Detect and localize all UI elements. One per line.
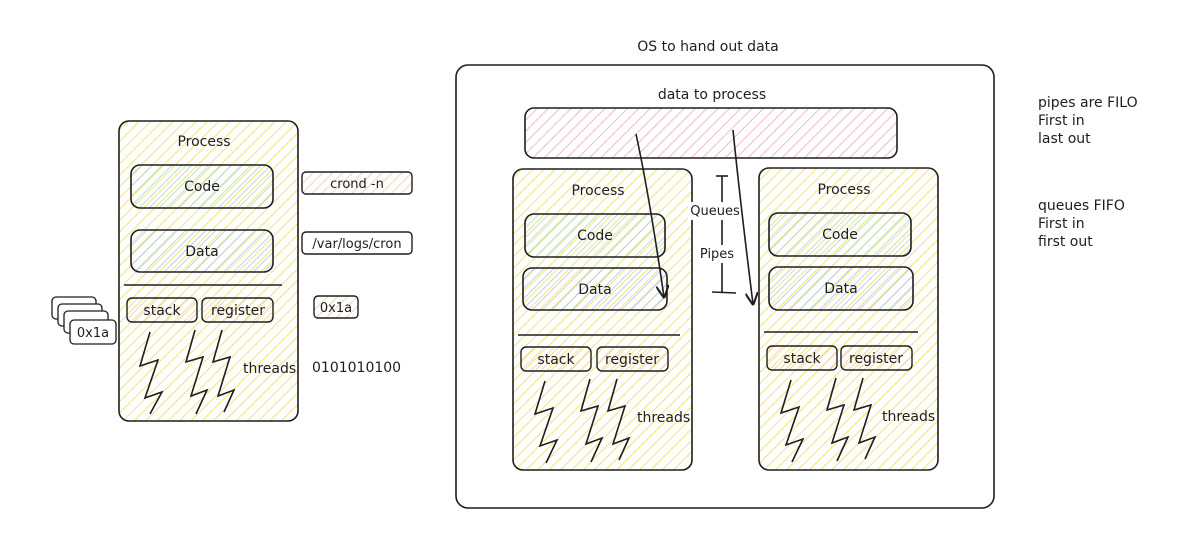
process-b-title: Process — [817, 182, 870, 198]
left-stack-chip — [126, 297, 198, 323]
stacked-addr-label: 0x1a — [77, 326, 109, 341]
left-process-title: Process — [177, 134, 230, 150]
left-thread-lines — [138, 329, 236, 415]
left-threads-label: threads — [243, 361, 296, 377]
stacked-address-cards: 0x1a — [51, 296, 117, 345]
queues-label: Queues — [690, 204, 740, 219]
process-b-threads-label: threads — [882, 409, 935, 425]
left-register-label: register — [211, 303, 265, 319]
addr-label: 0x1a — [320, 301, 352, 316]
note-pipes-line1: pipes are FILO — [1038, 95, 1138, 111]
process-a-data-label: Data — [578, 282, 611, 298]
process-b: Process Code Data stack register threads — [758, 167, 939, 471]
process-b-stack-chip — [766, 345, 838, 371]
left-code-box — [130, 164, 274, 209]
queues-pipes-bracket — [688, 175, 744, 294]
note-queues-line3: first out — [1038, 234, 1093, 250]
logs-label: /var/logs/cron — [312, 237, 401, 252]
os-title: OS to hand out data — [637, 39, 778, 55]
crond-chip — [301, 171, 413, 195]
process-b-data-label: Data — [824, 281, 857, 297]
left-code-label: Code — [184, 179, 220, 195]
process-a-thread-lines — [533, 378, 631, 464]
binary-label: 0101010100 — [312, 360, 401, 376]
queue-label: data to process — [658, 87, 766, 103]
process-a-register-label: register — [605, 352, 659, 368]
process-a: Process Code Data stack register threads — [512, 168, 693, 471]
addr-chip — [313, 295, 359, 319]
process-a-register-chip — [596, 346, 669, 372]
process-a-stack-chip — [520, 346, 592, 372]
process-a-code-box — [524, 213, 666, 258]
left-register-chip — [201, 297, 274, 323]
process-b-stack-label: stack — [783, 351, 821, 367]
process-a-threads-label: threads — [637, 410, 690, 426]
process-b-data-box — [768, 266, 914, 311]
process-a-code-label: Code — [577, 228, 613, 244]
note-pipes-line3: last out — [1038, 131, 1091, 147]
left-process: Process Code Data stack register threads — [118, 120, 299, 422]
left-stack-label: stack — [143, 303, 181, 319]
process-a-stack-label: stack — [537, 352, 575, 368]
queue-to-process-a-arrow — [635, 133, 664, 297]
note-queues-line2: First in — [1038, 216, 1085, 232]
process-b-code-box — [768, 212, 912, 257]
pipes-label: Pipes — [700, 247, 734, 262]
process-a-title: Process — [571, 183, 624, 199]
note-queues-line1: queues FIFO — [1038, 198, 1125, 214]
notes: pipes are FILO First in last out queues … — [1038, 95, 1138, 250]
process-b-code-label: Code — [822, 227, 858, 243]
left-data-box — [130, 229, 274, 273]
logs-chip — [301, 231, 413, 255]
process-b-register-label: register — [849, 351, 903, 367]
queue-to-process-b-arrow — [732, 129, 753, 304]
process-b-register-chip — [840, 345, 913, 371]
process-b-thread-lines — [779, 377, 877, 463]
note-pipes-line2: First in — [1038, 113, 1085, 129]
crond-label: crond -n — [330, 177, 384, 192]
left-data-label: Data — [185, 244, 218, 260]
data-queue-box — [524, 107, 898, 159]
